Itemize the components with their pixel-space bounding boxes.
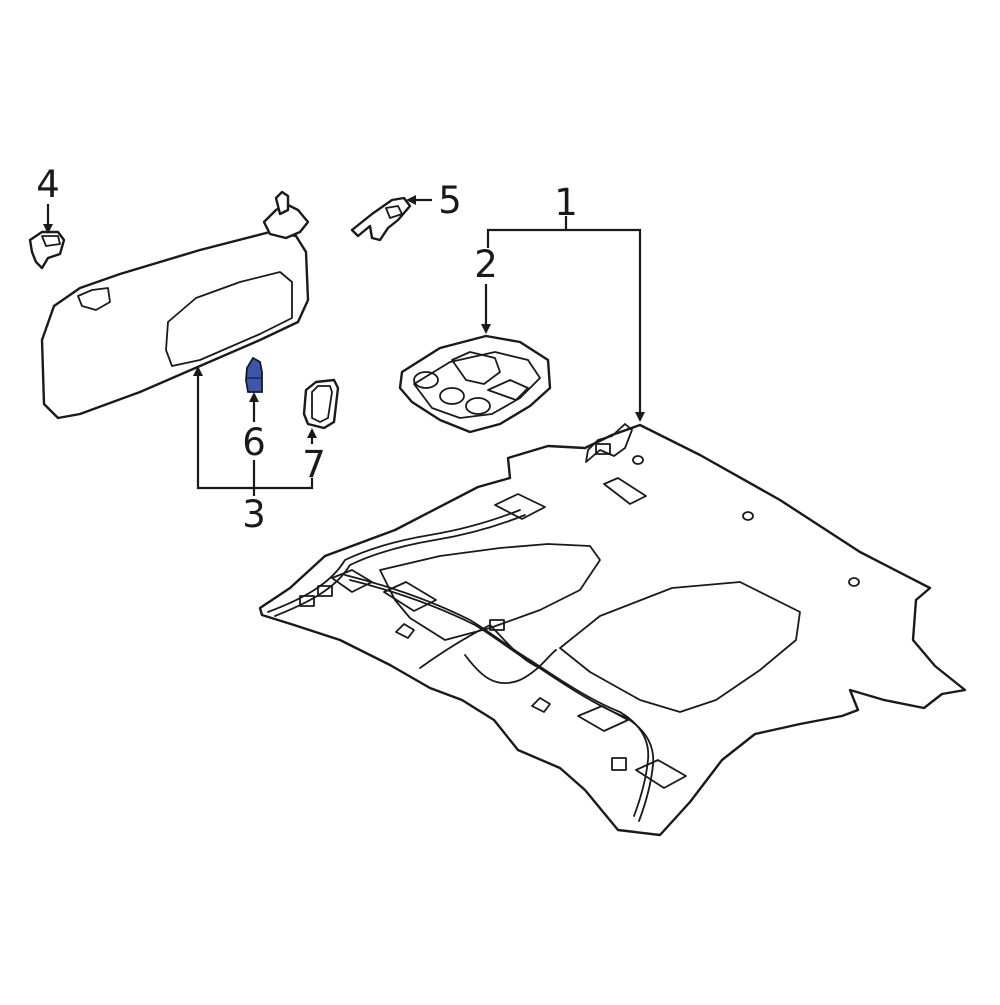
holder-bracket[interactable] <box>350 196 412 242</box>
leader-lines <box>43 195 645 496</box>
callout-1: 1 <box>554 181 578 224</box>
map-lamp-bulb[interactable] <box>245 356 263 393</box>
callout-3: 3 <box>242 493 266 536</box>
callout-6: 6 <box>242 421 266 464</box>
callout-7: 7 <box>302 443 326 486</box>
vanity-mirror[interactable] <box>302 378 340 430</box>
callout-4: 4 <box>36 163 60 206</box>
overhead-console[interactable] <box>398 334 552 434</box>
callout-5: 5 <box>438 179 462 222</box>
sunvisor-clip[interactable] <box>28 230 66 270</box>
callout-2: 2 <box>474 243 498 286</box>
headliner[interactable] <box>258 423 967 837</box>
sunvisor[interactable] <box>40 190 310 420</box>
